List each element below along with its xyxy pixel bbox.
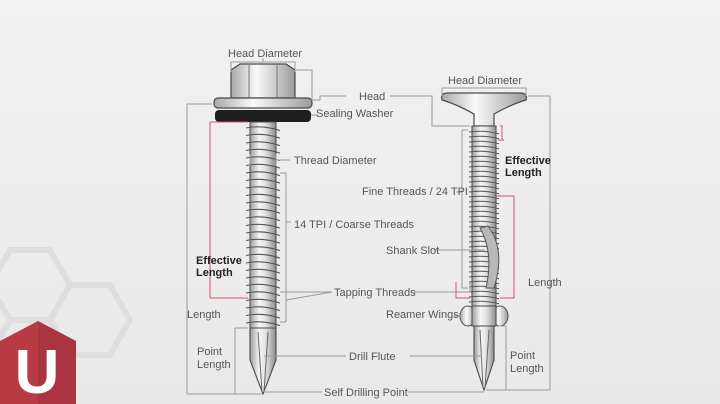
thread-ridge xyxy=(468,195,500,200)
thread-ridge xyxy=(468,165,500,170)
thread-ridge xyxy=(468,170,500,175)
thread-ridge xyxy=(468,175,500,180)
thread-ridge xyxy=(245,141,281,147)
thread-ridge xyxy=(245,298,281,304)
left-dimension-lines xyxy=(186,58,346,395)
thread-ridge xyxy=(468,185,500,190)
thread-ridge xyxy=(468,280,500,285)
thread-ridge xyxy=(245,246,281,252)
thread-ridge xyxy=(245,306,281,312)
right-length-label: Length xyxy=(528,277,562,289)
thread-ridge xyxy=(468,155,500,160)
right-screw-drill-point xyxy=(473,325,495,392)
left-head-label: Head xyxy=(359,91,386,103)
left-effective-length-label-line1: Effective xyxy=(196,255,242,267)
thread-ridge xyxy=(245,163,281,169)
right-effective-length-label-line2: Length xyxy=(505,167,542,179)
shank-slot-label: Shank Slot xyxy=(386,245,440,257)
fine-threads-label: Fine Threads / 24 TPI xyxy=(362,186,468,198)
right-effective-length-label-line1: Effective xyxy=(505,155,551,167)
thread-ridge xyxy=(468,210,500,215)
thread-diameter-label: Thread Diameter xyxy=(294,155,377,167)
thread-ridge xyxy=(245,186,281,192)
thread-ridge xyxy=(245,321,281,327)
tapping-threads-label: Tapping Threads xyxy=(334,287,416,299)
thread-ridge xyxy=(245,268,281,274)
thread-ridge xyxy=(468,295,500,300)
thread-ridge xyxy=(245,126,281,132)
right-dimension-lines xyxy=(390,87,551,393)
thread-ridge xyxy=(468,135,500,140)
self-drilling-point-label: Self Drilling Point xyxy=(324,387,408,399)
coarse-threads-label: 14 TPI / Coarse Threads xyxy=(294,219,415,231)
right-head-diameter-label: Head Diameter xyxy=(448,75,522,87)
thread-ridge xyxy=(468,140,500,145)
left-length-label: Length xyxy=(187,309,221,321)
left-screw-hex-head xyxy=(230,63,296,99)
thread-ridge xyxy=(468,150,500,155)
thread-ridge xyxy=(468,130,500,135)
thread-ridge xyxy=(245,238,281,244)
left-effective-length-label-line2: Length xyxy=(196,267,233,279)
thread-ridge xyxy=(468,180,500,185)
thread-ridge xyxy=(245,253,281,259)
left-screw xyxy=(213,63,313,396)
left-point-length-label-line1: Point xyxy=(197,346,223,358)
drill-flute-label: Drill Flute xyxy=(349,351,396,363)
brand-logo-u: U xyxy=(0,321,76,404)
thread-ridge xyxy=(245,231,281,237)
thread-ridge xyxy=(468,215,500,220)
left-screw-sealing-washer xyxy=(215,110,311,122)
thread-ridge xyxy=(245,291,281,297)
thread-ridge xyxy=(245,276,281,282)
reamer-wings-label: Reamer Wings xyxy=(386,309,459,321)
left-screw-drill-point xyxy=(249,327,277,396)
thread-ridge xyxy=(468,225,500,230)
left-screw-flange xyxy=(213,97,313,109)
thread-ridge xyxy=(245,223,281,229)
thread-ridge xyxy=(245,171,281,177)
thread-ridge xyxy=(245,178,281,184)
thread-ridge xyxy=(245,208,281,214)
thread-ridge xyxy=(468,145,500,150)
right-screw-wafer-head xyxy=(441,92,527,127)
sealing-washer-label: Sealing Washer xyxy=(316,108,394,120)
thread-ridge xyxy=(468,285,500,290)
right-screw-shank-slot xyxy=(479,225,500,289)
thread-ridge xyxy=(245,133,281,139)
thread-ridge xyxy=(468,205,500,210)
left-head-diameter-label: Head Diameter xyxy=(228,48,302,60)
left-screw-threads xyxy=(245,126,281,327)
thread-ridge xyxy=(468,300,500,305)
right-point-length-label-line1: Point xyxy=(510,350,536,362)
thread-ridge xyxy=(468,200,500,205)
thread-ridge xyxy=(468,190,500,195)
thread-ridge xyxy=(245,193,281,199)
left-point-length-label-line2: Length xyxy=(197,359,231,371)
thread-ridge xyxy=(245,216,281,222)
thread-ridge xyxy=(245,148,281,154)
thread-ridge xyxy=(468,290,500,295)
svg-text:U: U xyxy=(15,338,60,404)
right-point-length-label-line2: Length xyxy=(510,363,544,375)
thread-ridge xyxy=(245,261,281,267)
thread-ridge xyxy=(245,201,281,207)
thread-ridge xyxy=(245,283,281,289)
right-screw xyxy=(441,92,527,392)
thread-ridge xyxy=(468,220,500,225)
thread-ridge xyxy=(245,313,281,319)
thread-ridge xyxy=(468,160,500,165)
